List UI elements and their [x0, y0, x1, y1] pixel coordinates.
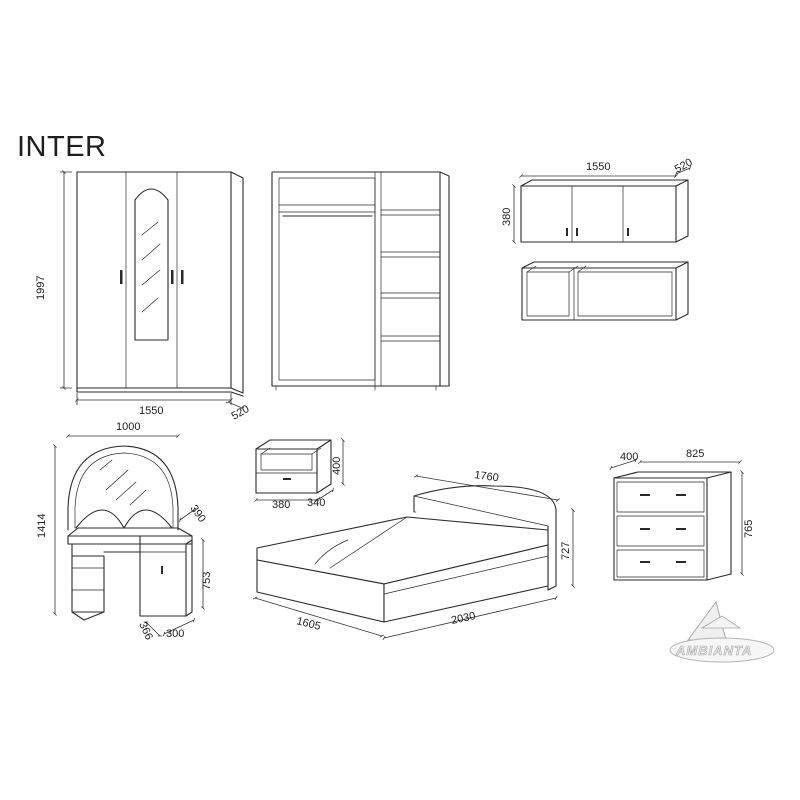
bed-width-label: 1605: [295, 615, 322, 633]
nightstand-width-label: 380: [272, 499, 290, 511]
wardrobe-interior: [271, 171, 450, 391]
nightstand-height-label: 400: [331, 457, 343, 475]
wardrobe-dimensions: 1997 1550 520: [35, 170, 252, 423]
wardrobe-front: [76, 171, 244, 397]
wall-cabinet-open: [521, 261, 689, 321]
bed: [256, 485, 557, 623]
dresser-dimensions: 400 825 765: [609, 448, 755, 576]
brand-logo: AMBIANTA: [669, 600, 775, 663]
dresser-width-label: 825: [686, 448, 704, 460]
wardrobe-height-label: 1997: [35, 276, 47, 300]
dressing-table-width-label: 1000: [116, 421, 140, 433]
bed-dimensions: 1760 727 1605 2030: [252, 469, 575, 641]
wall-cabinet-closed: [520, 179, 689, 243]
dressing-table-depth-label: 390: [188, 503, 208, 525]
bed-length-label: 2030: [450, 610, 476, 627]
dresser-depth-label: 400: [620, 451, 638, 463]
dressing-table: [67, 445, 193, 621]
dresser-height-label: 765: [743, 520, 755, 538]
wall-cabinet-width-label: 1550: [586, 161, 610, 173]
wardrobe-width-label: 1550: [139, 405, 163, 417]
wall-cabinet-dimensions: 1550 520 380: [501, 156, 695, 244]
dresser: [613, 471, 732, 581]
nightstand-depth-label: 340: [307, 497, 325, 509]
wardrobe-depth-label: 520: [230, 403, 252, 423]
dressing-table-base-right-label: 300: [166, 628, 184, 640]
nightstand-dimensions: 400 380 340: [254, 438, 345, 511]
brand-logo-text: AMBIANTA: [675, 643, 752, 658]
page-title: INTER: [17, 131, 107, 163]
wall-cabinet-height-label: 380: [501, 208, 513, 226]
nightstand: [255, 439, 332, 494]
dressing-table-height-label: 1414: [36, 514, 48, 538]
bed-headboard-width-label: 1760: [474, 469, 500, 484]
wall-cabinet-depth-label: 520: [673, 156, 695, 175]
dressing-table-base-left-label: 366: [136, 620, 155, 642]
dressing-table-unit-height-label: 753: [201, 572, 213, 590]
bed-height-label: 727: [560, 542, 572, 560]
